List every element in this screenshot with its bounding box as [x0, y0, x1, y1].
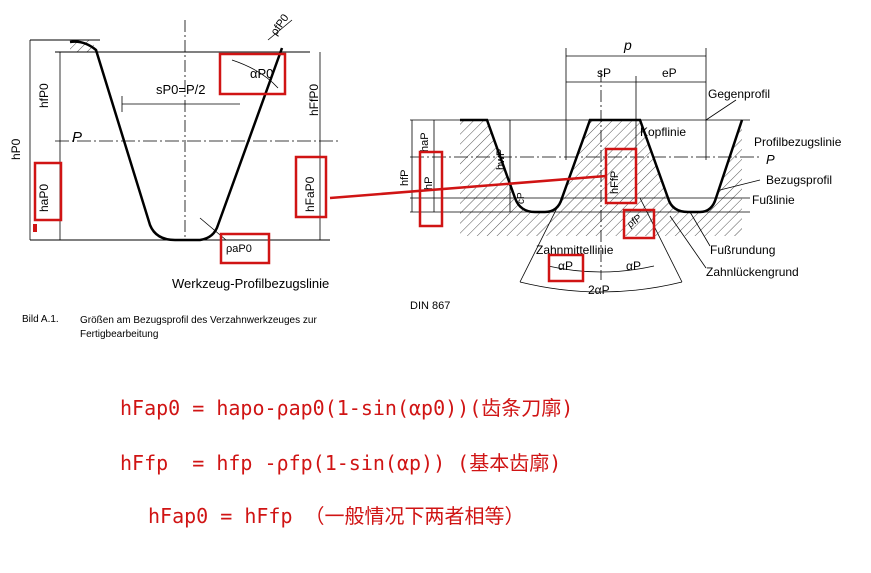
label-fussrundung: Fußrundung [710, 243, 775, 257]
figure-caption: Bild A.1. Größen am Bezugsprofil des Ver… [22, 314, 317, 340]
label-zahnmittellinie: Zahnmittellinie [536, 243, 614, 257]
caption-bild-text: Größen am Bezugsprofil des Verzahnwerkze… [80, 315, 317, 340]
label-h-ap: haP [419, 132, 431, 152]
right-basic-rack-diagram [410, 48, 761, 293]
highlight-rho-ap0 [219, 232, 271, 265]
label-h-fap0: hFaP0 [303, 176, 317, 212]
label-profilbezugslinie: Profilbezugslinie [754, 135, 842, 149]
label-c-p: cP [516, 192, 527, 204]
label-p-top: p [623, 37, 632, 53]
label-h-wp: hwP [495, 149, 507, 170]
highlight-alpha-p [547, 253, 585, 283]
formula-line-1: hFap0 = hapo-ρap0(1-sin(αp0))(齿条刀廓) [120, 396, 574, 420]
label-fusslinie: Fußlinie [752, 193, 795, 207]
red-connector-line [329, 174, 607, 200]
label-s-p: sP [597, 66, 611, 80]
zahnluecke-leader [669, 215, 707, 269]
formula-line-3: hFap0 = hFfp （一般情况下两者相等） [148, 504, 525, 528]
formula-line-2: hFfp = hfp -ρfp(1-sin(αp)) (基本齿廓) [120, 451, 562, 475]
fussrundung-leader [689, 211, 711, 247]
label-alpha-p-left: αP [558, 259, 573, 273]
label-h-p: hP [423, 177, 435, 190]
label-werkzeug: Werkzeug-Profilbezugslinie [172, 276, 329, 291]
gegenprofil-leader [705, 99, 737, 121]
label-alpha-p0: αP0 [250, 66, 273, 81]
label-h-p0: hP0 [9, 138, 23, 160]
label-h-fp0: hfP0 [37, 83, 51, 108]
label-p-left: P [72, 129, 82, 146]
caption-din: DIN 867 [410, 300, 451, 312]
label-kopflinie: Kopflinie [640, 125, 686, 139]
left-tool-profile-diagram [29, 19, 340, 242]
label-rho-fp0: ρfP0 [269, 12, 292, 38]
left-highlight-boxes [33, 52, 328, 265]
rho-fp0-leader [267, 19, 293, 41]
two-alpha-arc [519, 281, 683, 293]
label-rho-ap0: ρaP0 [226, 243, 252, 255]
label-s-p0: sP0=P/2 [156, 82, 206, 97]
alpha-arc [547, 265, 655, 273]
label-gegenprofil: Gegenprofil [708, 87, 770, 101]
alpha-p0-arc [231, 59, 279, 89]
highlight-rho-fp [622, 208, 656, 240]
bezugsprofil-leader [719, 179, 761, 191]
highlight-h-fap0 [294, 155, 328, 219]
left-hatch-block [70, 40, 94, 52]
label-h-ffp: hFfP [609, 171, 621, 194]
label-e-p: eP [662, 66, 677, 80]
highlight-alpha-p0 [218, 52, 287, 96]
label-alpha-p-right: αP [626, 259, 641, 273]
label-h-ap0: haP0 [37, 184, 51, 212]
highlight-h-ap0 [33, 161, 63, 222]
label-h-fp: hfP [399, 169, 411, 186]
label-two-alpha-p: 2αP [588, 283, 610, 297]
tool-profile-outline [69, 40, 284, 242]
label-h-ffp0: hFfP0 [307, 84, 321, 116]
caption-bild-number: Bild A.1. [22, 314, 59, 325]
label-bezugsprofil: Bezugsprofil [766, 173, 832, 187]
label-p-right: P [766, 152, 775, 167]
label-zahnlueckengrund: Zahnlückengrund [706, 265, 799, 279]
